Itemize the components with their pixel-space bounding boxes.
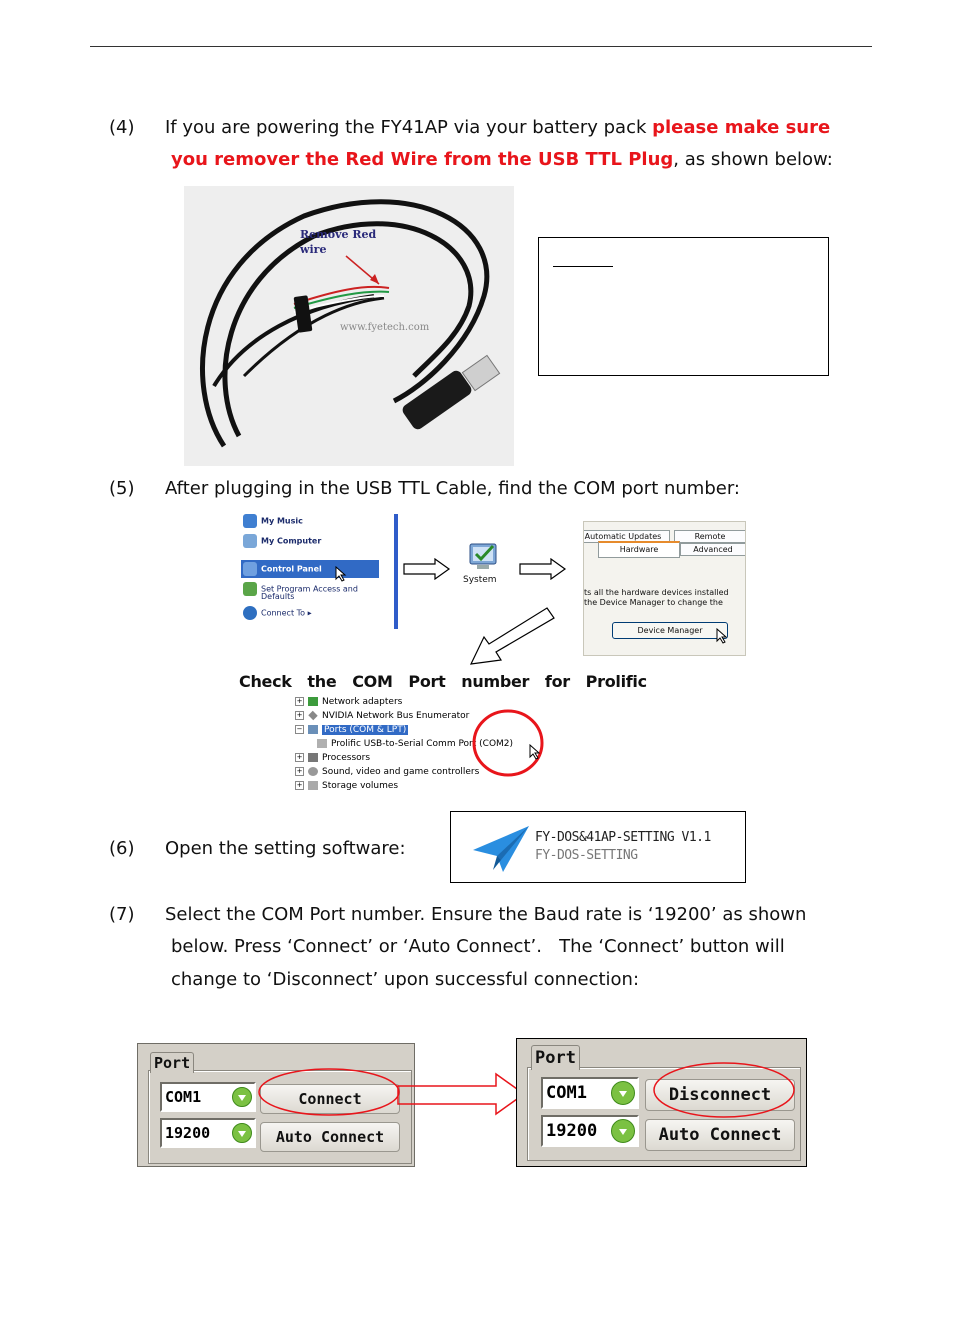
dropdown-arrow-icon[interactable] xyxy=(232,1123,252,1143)
step-7-line2: below. Press ‘Connect’ or ‘Auto Connect’… xyxy=(171,936,785,957)
start-menu-screenshot: My Music My Computer Control Panel Set P… xyxy=(239,514,398,629)
photo-annotation-2: wire xyxy=(299,243,326,256)
start-item-my-computer: My Computer xyxy=(243,534,321,548)
start-item-set-program-access: Set Program Access and xyxy=(243,582,358,596)
port-icon xyxy=(308,725,318,734)
port-panel-before: Port COM1 19200 Connect Auto Connect xyxy=(137,1043,415,1167)
cable-drawing: Remove Red wire www.fyetech.com xyxy=(184,186,514,466)
right-arrow-icon xyxy=(403,558,451,580)
bus-icon xyxy=(308,710,318,721)
auto-connect-button[interactable]: Auto Connect xyxy=(260,1122,400,1152)
software-subtitle: FY-DOS-SETTING xyxy=(535,848,638,863)
device-manager-tree: +Network adapters +NVIDIA Network Bus En… xyxy=(295,690,555,791)
tab-advanced[interactable]: Advanced xyxy=(680,543,745,556)
right-arrow-icon xyxy=(519,558,567,580)
paper-plane-icon xyxy=(473,826,529,872)
port-group-frame xyxy=(148,1070,412,1164)
step-7-line1: Select the COM Port number. Ensure the B… xyxy=(165,904,807,925)
device-manager-button[interactable]: Device Manager xyxy=(612,622,728,639)
start-item-my-music: My Music xyxy=(243,514,303,528)
dropdown-arrow-icon[interactable] xyxy=(611,1081,635,1105)
port-group-title: Port xyxy=(150,1052,195,1073)
note-underline xyxy=(553,266,613,267)
step-4-line2: you remover the Red Wire from the USB TT… xyxy=(171,144,833,176)
dropdown-arrow-icon[interactable] xyxy=(232,1087,252,1107)
step-4-number: (4) xyxy=(109,117,135,138)
computer-icon xyxy=(243,534,257,548)
dm-prolific-port[interactable]: Prolific USB-to-Serial Comm Port (COM2) xyxy=(317,738,513,751)
port-group-frame xyxy=(527,1067,801,1161)
mouse-cursor-icon xyxy=(716,628,728,644)
program-access-icon xyxy=(243,582,257,596)
dm-sound[interactable]: +Sound, video and game controllers xyxy=(295,767,480,777)
step-6-number: (6) xyxy=(109,838,135,859)
red-circle-highlight xyxy=(472,709,544,777)
com-port-select[interactable]: COM1 xyxy=(160,1082,256,1112)
speaker-icon xyxy=(308,767,318,776)
dm-network-adapters[interactable]: +Network adapters xyxy=(295,697,403,707)
network-icon xyxy=(308,697,318,706)
music-folder-icon xyxy=(243,514,257,528)
dm-processors[interactable]: +Processors xyxy=(295,753,371,763)
step-6-text: Open the setting software: xyxy=(165,838,406,859)
tab-hardware[interactable]: Hardware xyxy=(598,541,680,558)
dm-nvidia-bus[interactable]: +NVIDIA Network Bus Enumerator xyxy=(295,710,470,721)
down-left-arrow-icon xyxy=(469,607,555,665)
setting-software-shortcut[interactable]: FY-DOS&41AP-SETTING V1.1 FY-DOS-SETTING xyxy=(450,811,746,883)
mouse-cursor-icon xyxy=(529,744,541,760)
step-4-line1: If you are powering the FY41AP via your … xyxy=(165,112,830,144)
serial-port-icon xyxy=(317,739,327,748)
storage-icon xyxy=(308,781,318,790)
step-5-text: After plugging in the USB TTL Cable, fin… xyxy=(165,478,740,499)
dm-ports[interactable]: −Ports (COM & LPT) xyxy=(295,725,409,735)
dropdown-arrow-icon[interactable] xyxy=(611,1119,635,1143)
red-ellipse-disconnect xyxy=(653,1062,795,1118)
hardware-text-2: the Device Manager to change the xyxy=(584,598,723,607)
globe-icon xyxy=(243,606,257,620)
port-group-title: Port xyxy=(531,1045,580,1070)
tab-remote[interactable]: Remote xyxy=(674,530,745,543)
com-port-select[interactable]: COM1 xyxy=(541,1077,639,1109)
step-7-number: (7) xyxy=(109,904,135,925)
system-icon xyxy=(469,543,497,569)
photo-annotation-1: Remove Red xyxy=(300,228,376,241)
step-5-number: (5) xyxy=(109,478,135,499)
note-box xyxy=(538,237,829,376)
start-item-connect-to: Connect To ▸ xyxy=(243,606,312,620)
usb-cable-photo: Remove Red wire www.fyetech.com xyxy=(184,186,514,466)
header-rule xyxy=(90,46,872,47)
system-properties-screenshot: Automatic Updates Remote Hardware Advanc… xyxy=(583,521,746,656)
photo-watermark: www.fyetech.com xyxy=(340,322,430,333)
software-title: FY-DOS&41AP-SETTING V1.1 xyxy=(535,830,711,845)
check-com-caption: Check the COM Port number for Prolific xyxy=(239,672,647,691)
start-menu-highlight xyxy=(241,560,379,578)
step-4-tail: , as shown below: xyxy=(673,149,833,170)
step-4-warning-1: please make sure xyxy=(652,117,831,138)
processor-icon xyxy=(308,753,318,762)
auto-connect-button[interactable]: Auto Connect xyxy=(645,1119,795,1151)
mouse-cursor-icon xyxy=(335,566,347,582)
start-item-control-panel[interactable]: Control Panel xyxy=(243,562,322,576)
baud-rate-select[interactable]: 19200 xyxy=(160,1118,256,1148)
disconnect-button[interactable]: Disconnect xyxy=(645,1079,795,1111)
red-ellipse-connect xyxy=(258,1068,400,1116)
dm-storage[interactable]: +Storage volumes xyxy=(295,781,399,791)
control-panel-icon xyxy=(243,562,257,576)
step-7-line3: change to ‘Disconnect’ upon successful c… xyxy=(171,969,640,990)
step-4-warning-2: you remover the Red Wire from the USB TT… xyxy=(171,149,674,170)
baud-rate-select[interactable]: 19200 xyxy=(541,1115,639,1147)
start-item-defaults: Defaults xyxy=(261,592,295,601)
step-4-text: If you are powering the FY41AP via your … xyxy=(165,117,653,138)
red-arrow-connector xyxy=(397,1072,526,1116)
hardware-text-1: ts all the hardware devices installed xyxy=(584,588,729,597)
system-icon-label: System xyxy=(463,575,497,585)
